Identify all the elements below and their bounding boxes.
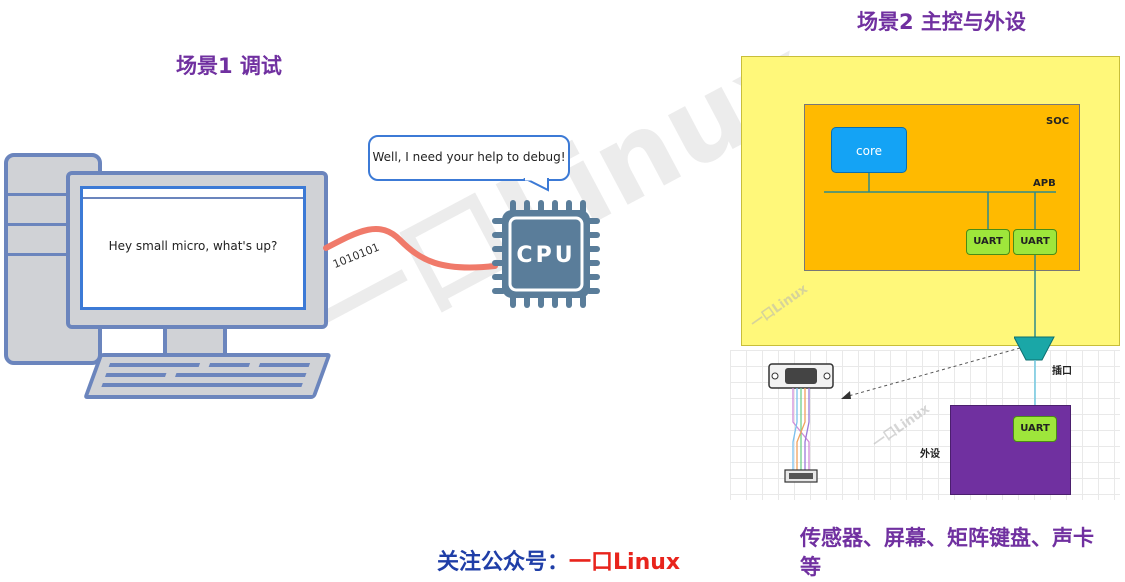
peripheral-label: 外设 <box>920 449 940 460</box>
serial-cable <box>323 226 498 271</box>
keyboard <box>83 353 332 399</box>
scene1-title: 场景1 调试 <box>176 54 282 78</box>
footer-brand: 一口Linux <box>569 550 681 575</box>
cpu-label: CPU <box>516 243 576 268</box>
monitor-stand <box>163 329 227 353</box>
core-block: core <box>831 127 907 173</box>
speech-bubble <box>368 135 570 181</box>
soc-label: SOC <box>1046 116 1070 127</box>
apb-label: APB <box>1033 178 1056 189</box>
footer-label: 关注公众号： <box>437 550 570 575</box>
uart-block-peripheral: UART <box>1013 416 1057 442</box>
speech-bubble-tail <box>523 178 549 192</box>
plug-label: 插口 <box>1052 366 1072 377</box>
cpu-chip-icon <box>492 200 600 308</box>
apb-bus <box>824 173 1056 338</box>
uart-block-1: UART <box>966 229 1010 255</box>
footer: 关注公众号：一口Linux <box>437 544 680 576</box>
db9-connector-icon <box>768 363 834 483</box>
plug-connector-icon <box>1014 336 1055 361</box>
speech-bubble-text: Well, I need your help to debug! <box>372 150 566 164</box>
peripherals-caption: 传感器、屏幕、矩阵键盘、声卡等 <box>800 526 1094 579</box>
uart-block-2: UART <box>1013 229 1057 255</box>
scene2-title: 场景2 主控与外设 <box>857 10 1026 34</box>
monitor-screen: Hey small micro, what's up? <box>80 186 306 310</box>
tower-power-led <box>10 112 24 126</box>
dotted-arrow <box>841 347 1021 399</box>
screen-message: Hey small micro, what's up? <box>108 239 278 253</box>
